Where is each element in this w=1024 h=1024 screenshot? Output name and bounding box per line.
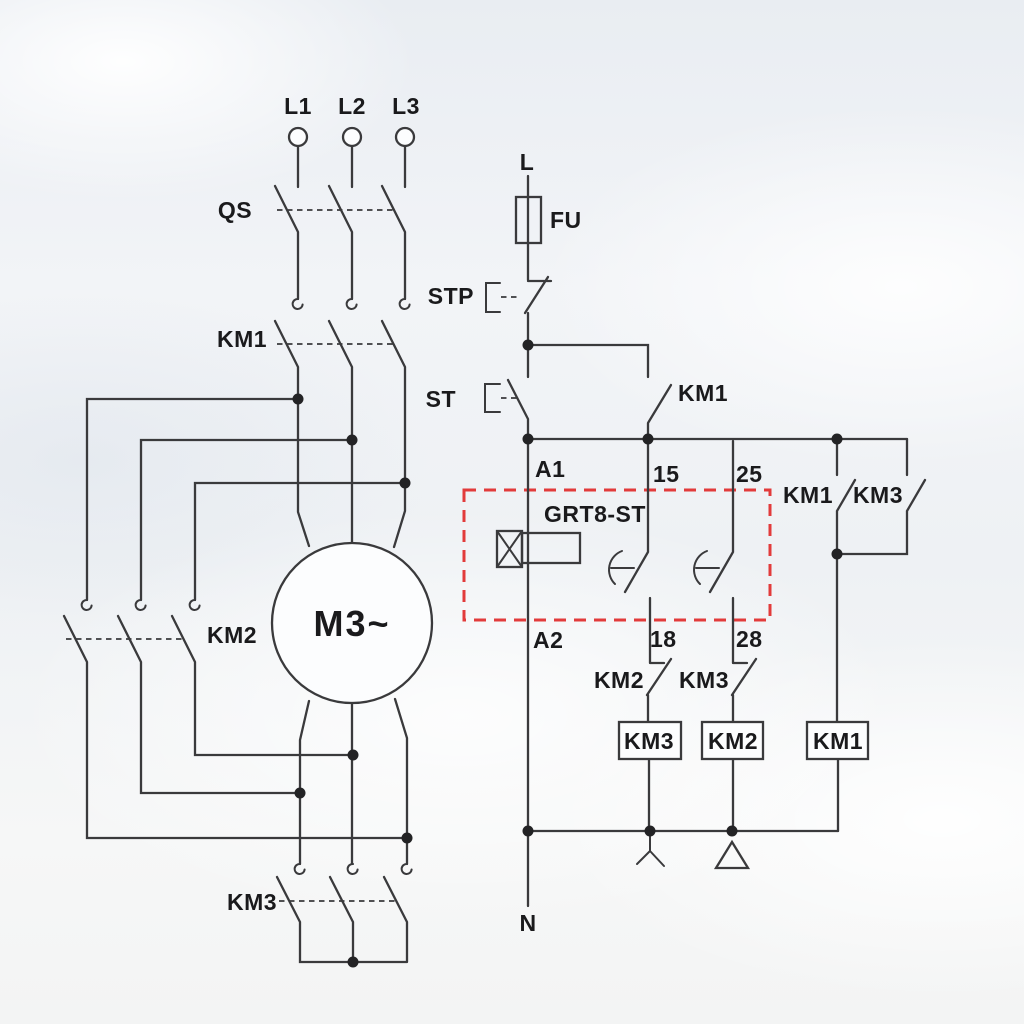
fuse-label: FU <box>550 207 582 233</box>
km3-coil-box <box>617 720 683 761</box>
qs-switch-label: QS <box>218 197 252 223</box>
km1-selfhold-label: KM1 <box>783 482 833 508</box>
power-circuit: M3~ L1 L2 L3 QS KM1 KM2 KM3 <box>62 93 434 968</box>
control-circuit: L FU STP ST KM1 A1 15 25 GRT8-ST A2 18 2… <box>426 149 927 936</box>
km1-main-label: KM1 <box>217 326 267 352</box>
km2-coil-box <box>700 720 765 761</box>
km2-interlock-label: KM2 <box>594 667 644 693</box>
phase-wires <box>273 144 407 549</box>
km1-maintaining-contact <box>646 383 673 441</box>
delta-symbol-icon <box>713 839 751 870</box>
km3-interlock-label: KM3 <box>679 667 729 693</box>
km2-main-label: KM2 <box>207 622 257 648</box>
fuse-symbol <box>514 195 543 245</box>
terminal-circle-l2 <box>341 126 363 148</box>
contact-jaw-hooks <box>80 298 413 875</box>
terminal-28-label: 28 <box>736 626 763 652</box>
phase-l1-label: L1 <box>284 93 312 119</box>
motor-label: M3~ <box>313 603 390 644</box>
stop-button-label: STP <box>428 283 474 309</box>
terminal-25-label: 25 <box>736 461 763 487</box>
branch-15-18 <box>608 437 673 833</box>
km3-selfhold-label: KM3 <box>853 482 903 508</box>
km1-coil-label: KM1 <box>813 728 863 754</box>
power-junction-dots <box>292 393 413 968</box>
km2-coil-label: KM2 <box>708 728 758 754</box>
km1-coil-box <box>805 720 870 761</box>
start-button-symbol <box>484 378 530 441</box>
km3-coil-label: KM3 <box>624 728 674 754</box>
grt8-st-timer-box <box>462 488 772 622</box>
phase-l2-label: L2 <box>338 93 366 119</box>
neutral-terminal-label: N <box>519 910 536 936</box>
branch-25-28 <box>693 439 758 833</box>
start-button-label: ST <box>426 386 456 412</box>
terminal-a1-label: A1 <box>535 456 565 482</box>
km1-km3-parallel-contacts <box>835 437 927 833</box>
timer-model-label: GRT8-ST <box>544 501 646 527</box>
terminal-15-label: 15 <box>653 461 680 487</box>
km3-star-wiring <box>275 697 409 964</box>
timer-coil-symbol <box>495 529 582 569</box>
km3-main-label: KM3 <box>227 889 277 915</box>
km1-maintaining-label: KM1 <box>678 380 728 406</box>
terminal-18-label: 18 <box>650 626 677 652</box>
terminal-circle-l3 <box>394 126 416 148</box>
stop-button-symbol <box>485 275 553 379</box>
line-terminal-label: L <box>520 149 535 175</box>
control-junction-dots <box>522 339 843 837</box>
phase-l3-label: L3 <box>392 93 420 119</box>
seal-in-branch-wire <box>526 343 650 379</box>
terminal-a2-label: A2 <box>533 627 563 653</box>
terminal-circle-l1 <box>287 126 309 148</box>
km2-delta-wiring <box>62 397 409 840</box>
